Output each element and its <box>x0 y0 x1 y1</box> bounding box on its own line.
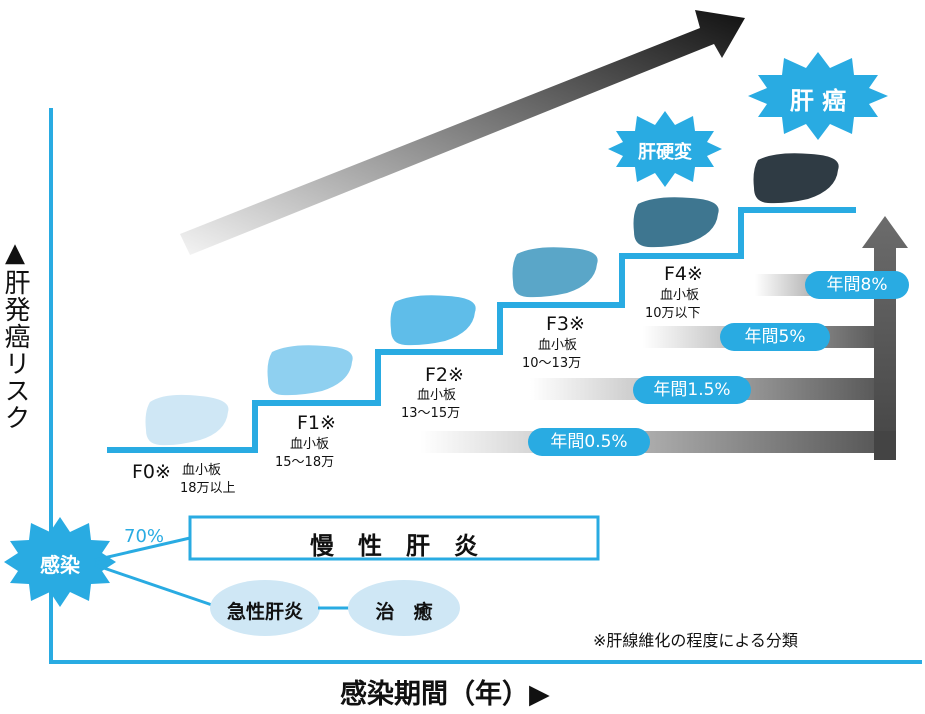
annual-rate-8: 年間8% <box>805 271 909 299</box>
stage-f3-range: 10〜13万 <box>522 356 582 371</box>
stage-f4: F4※ <box>664 265 703 284</box>
stage-f3-name: F3 <box>546 313 570 335</box>
annual-rate-1-5: 年間1.5% <box>633 376 751 404</box>
liver-icon-f4 <box>633 197 719 248</box>
infection-burst <box>4 517 116 607</box>
stage-f0: F0※ <box>132 463 171 482</box>
cancer-burst <box>748 52 888 140</box>
acute-ellipse <box>210 580 320 636</box>
stage-f2-platelet: 血小板 <box>417 388 457 403</box>
stage-f4-range: 10万以下 <box>645 306 701 321</box>
stage-f0-platelet: 血小板 <box>182 463 222 478</box>
stage-f1-platelet: 血小板 <box>290 437 330 452</box>
cirrhosis-burst <box>608 111 722 187</box>
chronic-hepatitis-box <box>188 515 600 561</box>
acute-hepatitis-label: 急性肝炎 <box>226 601 303 623</box>
infection-rate: 70% <box>124 526 165 547</box>
chronic-hepatitis-label: 慢 性 肝 炎 <box>310 532 478 560</box>
stage-f0-range: 18万以上 <box>180 481 236 496</box>
stage-f4-name: F4 <box>664 263 688 285</box>
stage-f0-mark: ※ <box>155 461 171 483</box>
rate-up-arrow <box>862 216 908 460</box>
stage-f3-mark: ※ <box>569 313 585 335</box>
liver-icon-cancer <box>753 153 839 204</box>
annual-rate-0-5: 年間0.5% <box>528 428 650 456</box>
cure-label: 治 癒 <box>375 601 433 623</box>
stage-f4-platelet: 血小板 <box>660 288 700 303</box>
x-axis-label: 感染期間（年）▶ <box>340 679 550 710</box>
cancer-label: 肝 癌 <box>789 87 847 115</box>
stage-f1-range: 15〜18万 <box>275 455 335 470</box>
infection-to-acute-line <box>94 563 216 608</box>
liver-icon-f3 <box>512 247 598 298</box>
stage-f0-name: F0 <box>132 461 156 483</box>
infection-to-chronic-line <box>94 536 191 562</box>
cure-ellipse <box>348 580 460 636</box>
infection-label: 感染 <box>40 553 80 577</box>
liver-icon-f0 <box>145 394 229 446</box>
stage-f4-mark: ※ <box>687 263 703 285</box>
annual-rate-5: 年間5% <box>720 323 830 351</box>
stage-f1-mark: ※ <box>320 412 336 434</box>
cirrhosis-label: 肝硬変 <box>638 142 692 163</box>
stage-f2-range: 13〜15万 <box>401 406 461 421</box>
stage-f2-name: F2 <box>425 364 449 386</box>
stage-f3-platelet: 血小板 <box>538 338 578 353</box>
liver-icon-f2 <box>390 295 476 346</box>
stage-f1: F1※ <box>297 414 336 433</box>
stage-f1-name: F1 <box>297 412 321 434</box>
stage-f2-mark: ※ <box>448 364 464 386</box>
risk-trend-arrow <box>180 10 745 255</box>
liver-icon-f1 <box>267 345 353 396</box>
footnote: ※肝線維化の程度による分類 <box>593 631 798 650</box>
rate-bar-0-5 <box>420 431 885 453</box>
y-axis-label: ▲肝発癌リスク <box>0 238 30 431</box>
fibrosis-staircase <box>107 207 856 453</box>
stage-f2: F2※ <box>425 366 464 385</box>
stage-f3: F3※ <box>546 315 585 334</box>
